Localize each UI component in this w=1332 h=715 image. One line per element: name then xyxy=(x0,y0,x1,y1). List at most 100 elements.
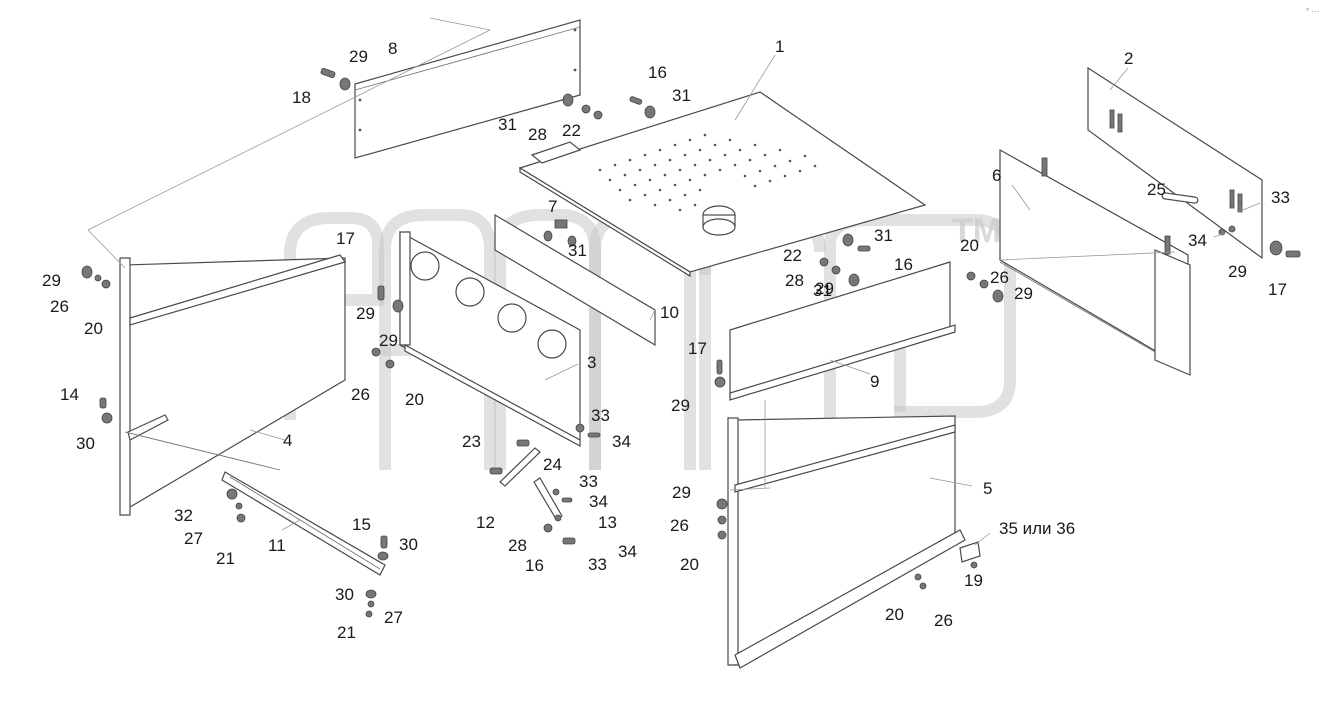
label-20a: 20 xyxy=(84,319,103,338)
watermark-tm: TM xyxy=(952,212,1001,250)
fasteners-11-group xyxy=(226,488,389,618)
label-2: 2 xyxy=(1124,49,1133,68)
label-34d: 34 xyxy=(1188,231,1207,250)
label-29a: 29 xyxy=(349,47,368,66)
fasteners-29-26-20-left xyxy=(81,265,404,424)
label-26b: 26 xyxy=(351,385,370,404)
label-14: 14 xyxy=(60,385,79,404)
label-34b: 34 xyxy=(589,492,608,511)
label-32: 32 xyxy=(174,506,193,525)
label-5: 5 xyxy=(983,479,992,498)
part-2-right-panel xyxy=(1087,66,1263,260)
construction-lines xyxy=(87,29,1176,491)
label-16a: 16 xyxy=(648,63,667,82)
label-31b: 31 xyxy=(672,86,691,105)
fasteners-16-31-top xyxy=(629,96,656,119)
label-11: 11 xyxy=(268,536,286,555)
label-31e: 31 xyxy=(813,281,832,300)
label-28a: 28 xyxy=(528,125,547,144)
fasteners-20-26-29-right xyxy=(819,233,1004,303)
part-5-front-panel xyxy=(727,415,966,669)
label-28b: 28 xyxy=(785,271,804,290)
label-3: 3 xyxy=(587,353,596,372)
label-16c: 16 xyxy=(525,556,544,575)
label-9: 9 xyxy=(870,372,879,391)
label-20e: 20 xyxy=(885,605,904,624)
label-27b: 27 xyxy=(384,608,403,627)
label-17c: 17 xyxy=(1268,280,1287,299)
label-33d: 33 xyxy=(1271,188,1290,207)
part-6-side-panel xyxy=(999,148,1191,376)
label-31a: 31 xyxy=(498,115,517,134)
label-21b: 21 xyxy=(337,623,356,642)
label-10: 10 xyxy=(660,303,679,322)
label-17a: 17 xyxy=(336,229,355,248)
part-11-rail xyxy=(221,471,386,576)
fasteners-33-34-mid xyxy=(575,423,601,438)
label-34c: 34 xyxy=(618,542,637,561)
label-24: 24 xyxy=(543,455,562,474)
label-33b: 33 xyxy=(579,472,598,491)
label-8: 8 xyxy=(388,39,397,58)
label-26e: 26 xyxy=(934,611,953,630)
fasteners-19-20-26-bottom xyxy=(714,359,978,590)
label-22a: 22 xyxy=(562,121,581,140)
parts-12-13-levers xyxy=(489,439,576,545)
part-25-handle xyxy=(1161,192,1199,204)
label-1: 1 xyxy=(775,37,784,56)
label-7: 7 xyxy=(548,197,557,216)
label-29e: 29 xyxy=(671,396,690,415)
label-13: 13 xyxy=(598,513,617,532)
label-27a: 27 xyxy=(184,529,203,548)
label-34a: 34 xyxy=(612,432,631,451)
label-25: 25 xyxy=(1147,180,1166,199)
label-22b: 22 xyxy=(783,246,802,265)
label-15: 15 xyxy=(352,515,371,534)
label-20c: 20 xyxy=(960,236,979,255)
label-23: 23 xyxy=(462,432,481,451)
part-9-panel xyxy=(729,261,956,401)
label-33a: 33 xyxy=(591,406,610,425)
label-29b: 29 xyxy=(42,271,61,290)
label-26c: 26 xyxy=(990,268,1009,287)
label-20d: 20 xyxy=(680,555,699,574)
part-7-bracket xyxy=(543,219,577,247)
label-29i: 29 xyxy=(815,279,834,298)
ventilation-holes xyxy=(598,133,817,212)
label-35-or-36: 35 или 36 xyxy=(999,519,1075,538)
part-10-strip xyxy=(494,213,656,347)
label-21a: 21 xyxy=(216,549,235,568)
label-29c: 29 xyxy=(356,304,375,323)
part-8-rear-panel xyxy=(354,17,581,159)
fasteners-29-17-right xyxy=(1218,225,1301,258)
label-20b: 20 xyxy=(405,390,424,409)
leader-lines xyxy=(249,54,1261,546)
label-31c: 31 xyxy=(568,241,587,260)
label-29g: 29 xyxy=(1228,262,1247,281)
label-17b: 17 xyxy=(688,339,707,358)
label-26a: 26 xyxy=(50,297,69,316)
label-6: 6 xyxy=(992,166,1001,185)
label-30c: 30 xyxy=(335,585,354,604)
label-19: 19 xyxy=(964,571,983,590)
label-29f: 29 xyxy=(1014,284,1033,303)
part-4-left-panel xyxy=(119,254,346,516)
part-1-top-cover xyxy=(518,91,927,278)
fasteners-31-28-22-top xyxy=(562,93,603,120)
label-16b: 16 xyxy=(894,255,913,274)
label-12: 12 xyxy=(476,513,495,532)
label-29h: 29 xyxy=(672,483,691,502)
label-4: 4 xyxy=(283,431,292,450)
label-30b: 30 xyxy=(399,535,418,554)
label-30a: 30 xyxy=(76,434,95,453)
bolt-18-group xyxy=(320,67,351,91)
corner-mark: ° ··· xyxy=(1306,7,1319,16)
label-31d: 31 xyxy=(874,226,893,245)
label-33c: 33 xyxy=(588,555,607,574)
label-18: 18 xyxy=(292,88,311,107)
callout-labels: 1 2 3 4 5 6 7 8 9 10 11 12 13 14 15 16 1… xyxy=(42,37,1290,642)
label-26d: 26 xyxy=(670,516,689,535)
part-35-plate xyxy=(959,541,981,563)
